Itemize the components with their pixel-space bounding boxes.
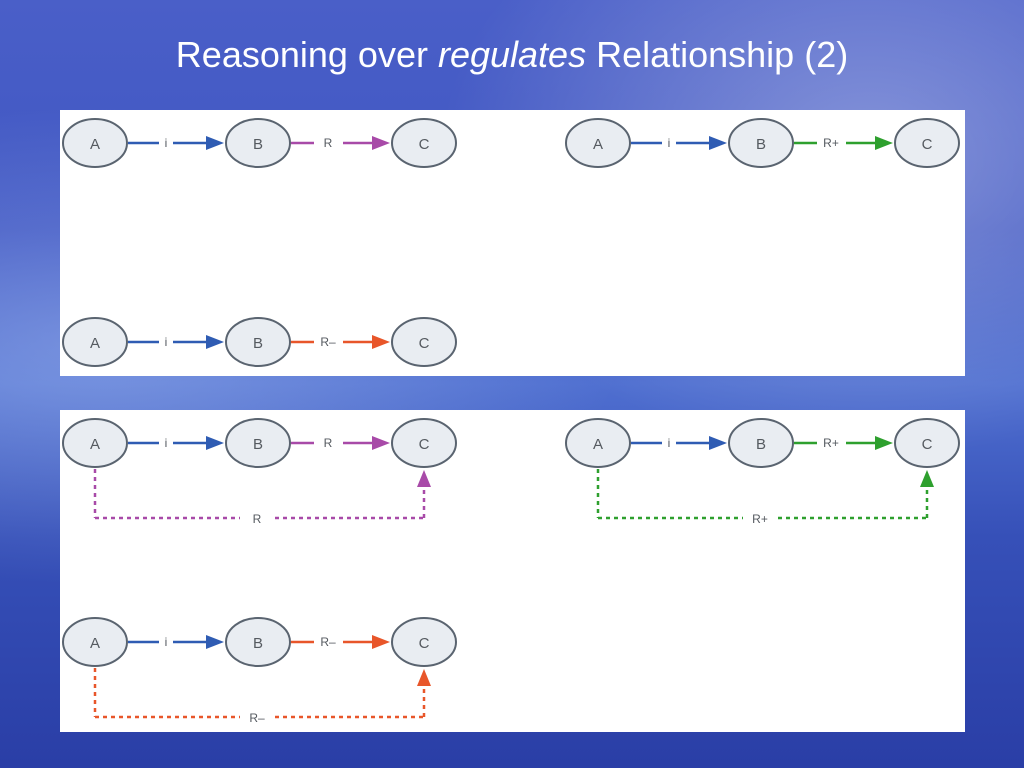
edge-relation-label: R– [320,335,336,349]
arrowhead-relation [875,436,893,450]
edge-is-a-label: i [165,335,168,349]
arrowhead-relation [372,436,390,450]
title-italic: regulates [437,34,587,75]
node-c-shape [894,118,960,168]
edge-is-a-label: i [165,436,168,450]
node-b-label: B [253,335,263,352]
node-b-shape [728,418,794,468]
inferred-arrowhead [417,669,431,686]
slide-title: Reasoning over regulates Relationship (2… [0,34,1024,76]
node-a-label: A [90,136,100,153]
node-a-shape [62,317,128,367]
node-a-shape [565,118,631,168]
node-c-label: C [419,436,430,453]
node-a-shape [62,418,128,468]
title-part1: Reasoning over [175,34,438,75]
node-c-shape [391,617,457,667]
edge-relation-label: R+ [823,136,839,150]
node-c-label: C [419,335,430,352]
node-a-label: A [90,335,100,352]
arrowhead-is-a [709,436,727,450]
arrowhead-is-a [206,436,224,450]
node-a-label: A [90,635,100,652]
node-b-label: B [253,635,263,652]
edge-relation-label: R [324,436,333,450]
node-a-shape [62,617,128,667]
edge-is-a-label: i [165,635,168,649]
node-b-label: B [756,136,766,153]
arrowhead-is-a [709,136,727,150]
node-b-shape [225,418,291,468]
edge-relation-label: R+ [823,436,839,450]
inferred-arrowhead [417,470,431,487]
node-b-shape [225,317,291,367]
node-c-label: C [922,136,933,153]
title-part2: Relationship (2) [586,34,849,75]
inferred-edge-label: R– [249,711,265,725]
node-a-label: A [593,436,603,453]
node-c-label: C [419,635,430,652]
arrowhead-is-a [206,335,224,349]
inferred-edge-label: R+ [752,512,768,526]
node-a-label: A [90,436,100,453]
arrowhead-relation [372,136,390,150]
node-c-label: C [922,436,933,453]
edge-is-a-label: i [668,436,671,450]
node-c-shape [391,317,457,367]
node-b-label: B [756,436,766,453]
arrowhead-is-a [206,136,224,150]
arrowhead-is-a [206,635,224,649]
node-a-shape [62,118,128,168]
arrowhead-relation [875,136,893,150]
edge-is-a-label: i [165,136,168,150]
edge-relation-label: R [324,136,333,150]
node-b-label: B [253,436,263,453]
node-c-shape [894,418,960,468]
node-c-label: C [419,136,430,153]
node-c-shape [391,118,457,168]
arrowhead-relation [372,635,390,649]
node-a-label: A [593,136,603,153]
node-b-shape [728,118,794,168]
node-b-label: B [253,136,263,153]
edge-relation-label: R– [320,635,336,649]
arrowhead-relation [372,335,390,349]
diagram-top-negative: i R– A B C [62,317,457,367]
inferred-arrowhead [920,470,934,487]
node-b-shape [225,118,291,168]
node-a-shape [565,418,631,468]
node-b-shape [225,617,291,667]
node-c-shape [391,418,457,468]
edge-is-a-label: i [668,136,671,150]
diagram-top-positive: i R+ A B C [565,118,960,168]
inferred-edge-label: R [253,512,262,526]
